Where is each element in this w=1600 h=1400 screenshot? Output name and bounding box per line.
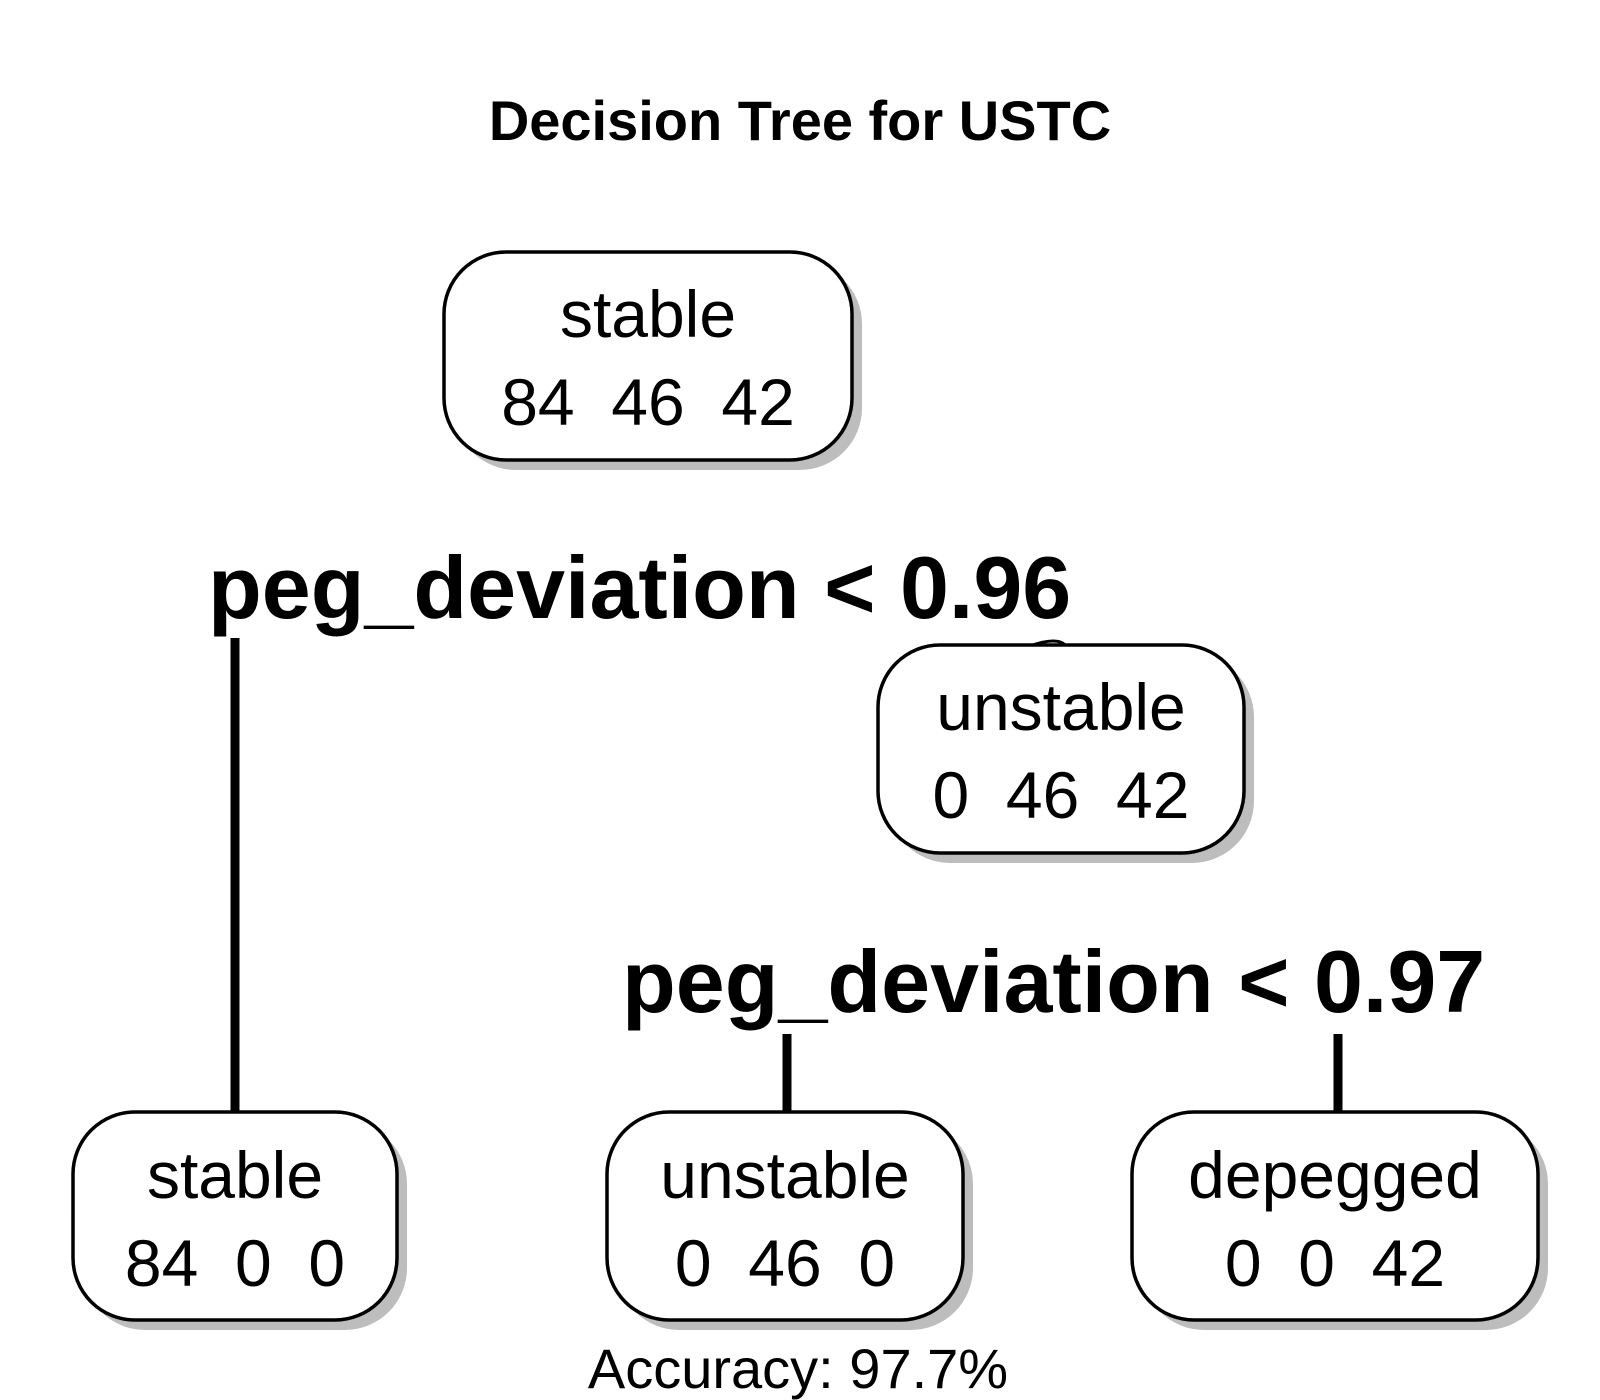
node-leaf-depegged-counts: 0 0 42	[1225, 1226, 1445, 1300]
node-root-class: stable	[560, 277, 736, 351]
node-root-box	[442, 250, 854, 462]
node-leaf-unstable-box	[605, 1110, 965, 1322]
node-leaf-stable: stable 84 0 0	[71, 1110, 407, 1330]
node-leaf-unstable-counts: 0 46 0	[675, 1226, 895, 1300]
node-internal-box	[876, 643, 1246, 855]
node-root: stable 84 46 42	[442, 250, 862, 470]
node-leaf-stable-counts: 84 0 0	[125, 1226, 345, 1300]
diagram-title: Decision Tree for USTC	[489, 89, 1111, 152]
node-leaf-stable-box	[71, 1110, 399, 1322]
node-leaf-unstable: unstable 0 46 0	[605, 1110, 973, 1330]
node-leaf-unstable-class: unstable	[660, 1138, 910, 1212]
node-internal: unstable 0 46 42	[876, 643, 1254, 863]
split-label-root: peg_deviation < 0.96	[208, 538, 1071, 637]
node-root-counts: 84 46 42	[501, 365, 795, 439]
split-label-internal: peg_deviation < 0.97	[622, 932, 1485, 1031]
node-internal-class: unstable	[936, 670, 1186, 744]
node-leaf-depegged: depegged 0 0 42	[1130, 1110, 1548, 1330]
node-leaf-stable-class: stable	[147, 1138, 323, 1212]
node-leaf-depegged-box	[1130, 1110, 1540, 1322]
node-leaf-depegged-class: depegged	[1188, 1138, 1482, 1212]
accuracy-caption: Accuracy: 97.7%	[588, 1337, 1008, 1400]
node-internal-counts: 0 46 42	[933, 758, 1190, 832]
